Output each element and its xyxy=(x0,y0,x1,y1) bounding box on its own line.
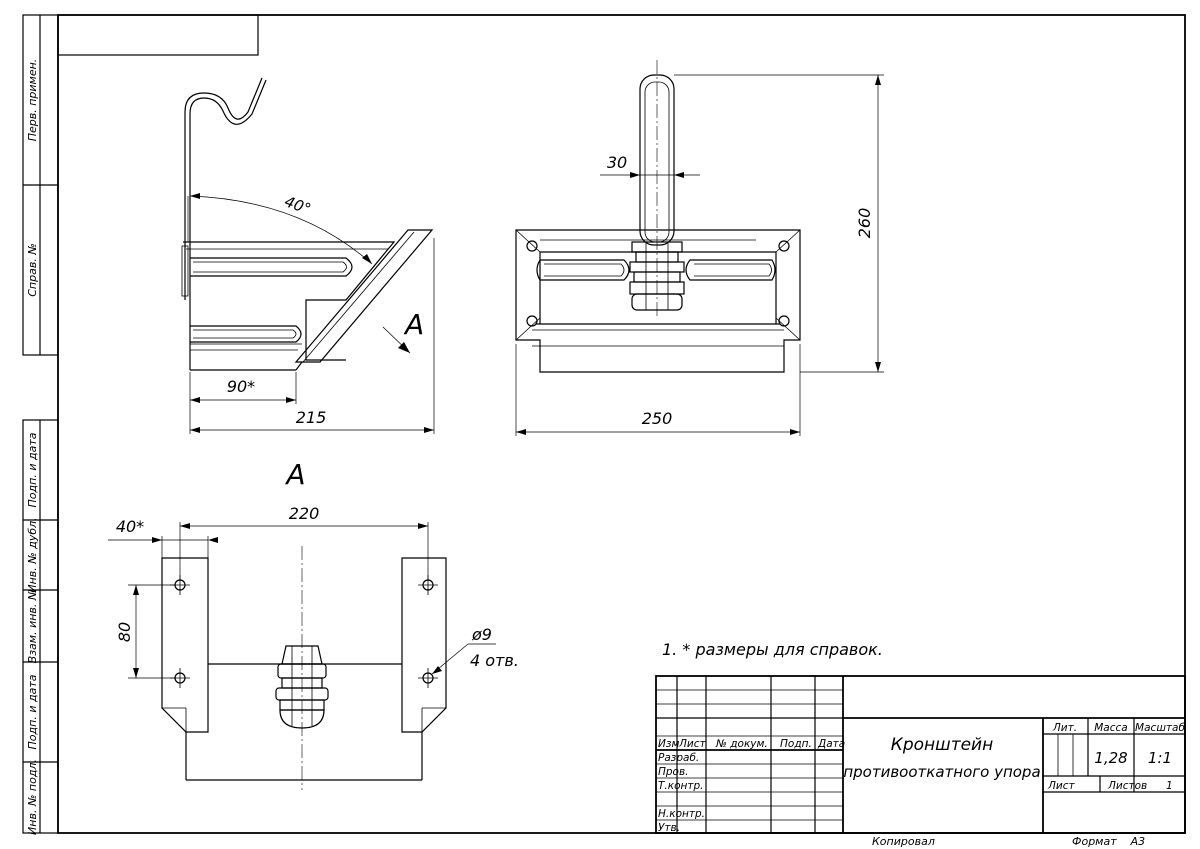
dim-angle-40: 40° xyxy=(282,192,313,218)
dim-260: 260 xyxy=(855,208,874,239)
tb-header-izm: Изм xyxy=(658,738,679,750)
title-block xyxy=(655,675,1186,834)
tb-title-line1: Кронштейн xyxy=(891,735,993,755)
dim-hole-count: 4 отв. xyxy=(470,651,519,670)
tb-header-date: Дата xyxy=(817,738,845,750)
view-arrow-label: A xyxy=(403,308,424,341)
view-a-title: A xyxy=(284,458,305,491)
tb-sheet-label: Лист xyxy=(1047,780,1075,792)
tb-sheets-count: 1 xyxy=(1166,780,1173,792)
side-label-podp-1: Подп. и дата xyxy=(26,432,39,507)
dim-80: 80 xyxy=(115,622,134,642)
tb-header-list: Лист xyxy=(678,738,706,750)
tb-mass-value: 1,28 xyxy=(1094,749,1127,767)
side-label-sprav: Справ. № xyxy=(26,243,39,297)
footer-format: Формат А3 xyxy=(1072,835,1145,848)
tb-col-lit: Лит. xyxy=(1052,722,1077,734)
side-label-perv: Перв. примен. xyxy=(26,59,39,142)
top-left-stamp xyxy=(57,14,259,56)
tb-sheets-label: Листов xyxy=(1107,780,1147,792)
footer-copied: Копировал xyxy=(872,835,935,848)
drawing-frame xyxy=(57,14,1186,834)
tb-role-utv: Утв. xyxy=(658,822,680,834)
front-view: 30 260 xyxy=(515,60,884,436)
side-label-inv-dubl: Инв. № дубл. xyxy=(26,517,39,592)
note-text: 1. * размеры для справок. xyxy=(662,640,883,659)
side-label-podp-2: Подп. и дата xyxy=(26,674,39,749)
dim-250: 250 xyxy=(642,409,673,428)
dim-90: 90* xyxy=(227,377,255,396)
side-label-vzam: Взам. инв. № xyxy=(26,589,39,664)
tb-header-doc: № докум. xyxy=(715,738,768,750)
tb-role-prov: Пров. xyxy=(658,766,689,778)
dim-215: 215 xyxy=(296,408,327,427)
dim-40: 40* xyxy=(116,517,144,536)
tb-col-scale: Масштаб xyxy=(1135,722,1185,734)
tb-title-line2: противооткатного упора xyxy=(843,763,1040,781)
tb-header-podp: Подп. xyxy=(780,738,812,750)
tb-role-razrab: Разраб. xyxy=(658,752,699,764)
left-margin-stamp xyxy=(22,14,59,834)
view-a: A xyxy=(108,458,519,790)
tb-role-tkontr: Т.контр. xyxy=(658,780,704,792)
tb-col-mass: Масса xyxy=(1094,722,1127,734)
tb-role-nkontr: Н.контр. xyxy=(658,808,705,820)
dim-hole-dia: ø9 xyxy=(471,625,492,644)
side-view: 40° A 90* 215 xyxy=(181,77,435,434)
tb-scale-value: 1:1 xyxy=(1148,749,1172,767)
side-label-inv-podl: Инв. № подл. xyxy=(26,759,39,835)
dim-30: 30 xyxy=(607,153,627,172)
dim-220: 220 xyxy=(289,504,320,523)
